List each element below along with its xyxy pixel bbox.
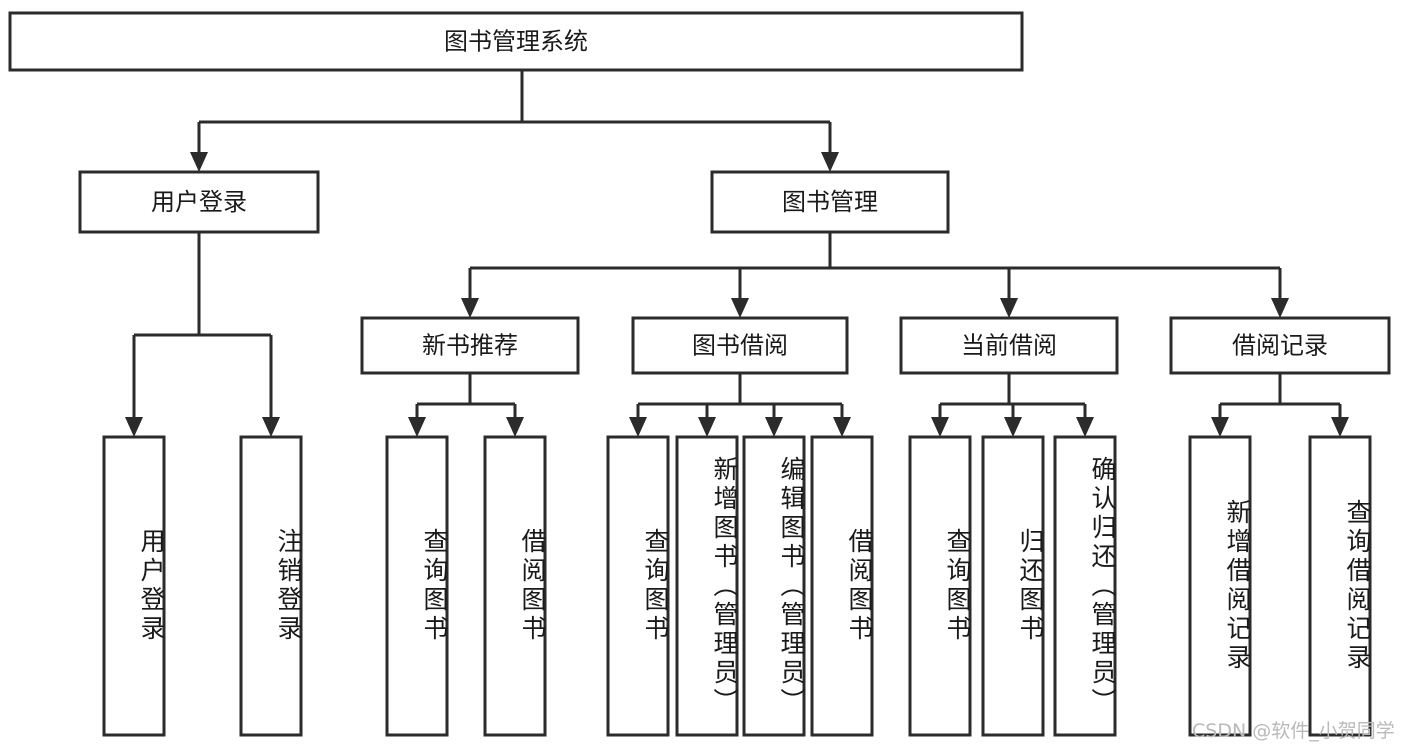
connector-group_current_borrow-child-2-head	[1076, 417, 1094, 437]
connector-bookmanage-child-1-head	[731, 298, 749, 318]
connector-group_book_borrow-child-2-head	[765, 417, 783, 437]
connector-group_book_borrow-child-0-head	[629, 417, 647, 437]
node-box-new-book-rec[interactable]	[360, 316, 580, 375]
connector-group_new_book_rec-child-1-head	[506, 417, 524, 437]
node-box-leaf-query-book-3[interactable]	[908, 435, 972, 737]
connector-group_book_borrow-child-3-head	[833, 417, 851, 437]
node-box-leaf-confirm-return[interactable]	[1053, 435, 1117, 737]
connector-group_new_book_rec-child-0-head	[408, 417, 426, 437]
node-box-leaf-add-record[interactable]	[1188, 435, 1252, 737]
node-label-book-borrow: 图书借阅	[692, 332, 788, 360]
node-box-leaf-return-book[interactable]	[981, 435, 1045, 737]
connector-group_borrow_record-child-1-head	[1331, 417, 1349, 437]
node-box-borrow-record[interactable]	[1169, 316, 1391, 375]
node-box-leaf-edit-book[interactable]	[742, 435, 806, 737]
node-box-leaf-add-book[interactable]	[675, 435, 739, 737]
node-box-leaf-query-book-2[interactable]	[606, 435, 670, 737]
connector-userlogin-child-1-head	[262, 417, 280, 437]
node-label-user-login: 用户登录	[151, 188, 247, 216]
connector-bookmanage-child-3-head	[1271, 298, 1289, 318]
connector-bookmanage-child-2-head	[1000, 298, 1018, 318]
node-box-root[interactable]	[8, 11, 1024, 72]
connector-group_book_borrow-child-1-head	[698, 417, 716, 437]
node-box-leaf-query-book-1[interactable]	[385, 435, 449, 737]
node-label-current-borrow: 当前借阅	[961, 332, 1057, 360]
node-box-user-login[interactable]	[78, 170, 320, 234]
connector-group_borrow_record-child-0-head	[1211, 417, 1229, 437]
node-box-leaf-user-logout[interactable]	[239, 435, 303, 737]
connector-root-child-0-head	[190, 152, 208, 172]
node-box-leaf-user-login[interactable]	[102, 435, 166, 737]
csdn-watermark: CSDN @软件_小贺同学	[1192, 720, 1395, 742]
connector-root-child-1-head	[821, 152, 839, 172]
node-label-borrow-record: 借阅记录	[1232, 332, 1328, 360]
connector-group_current_borrow-child-0-head	[931, 417, 949, 437]
boxes-layer	[8, 11, 1391, 737]
connector-group_current_borrow-child-1-head	[1004, 417, 1022, 437]
node-box-current-borrow[interactable]	[899, 316, 1119, 375]
node-box-book-manage[interactable]	[710, 170, 950, 234]
node-box-book-borrow[interactable]	[631, 316, 849, 375]
connector-userlogin-child-0-head	[125, 417, 143, 437]
node-box-leaf-borrow-book-2[interactable]	[810, 435, 874, 737]
node-label-root: 图书管理系统	[444, 28, 588, 56]
node-box-leaf-borrow-book-1[interactable]	[483, 435, 547, 737]
connectors-layer	[125, 70, 1349, 437]
node-label-new-book-rec: 新书推荐	[422, 332, 518, 360]
connector-bookmanage-child-0-head	[461, 298, 479, 318]
node-label-book-manage: 图书管理	[782, 188, 878, 216]
node-box-leaf-query-record[interactable]	[1308, 435, 1372, 737]
